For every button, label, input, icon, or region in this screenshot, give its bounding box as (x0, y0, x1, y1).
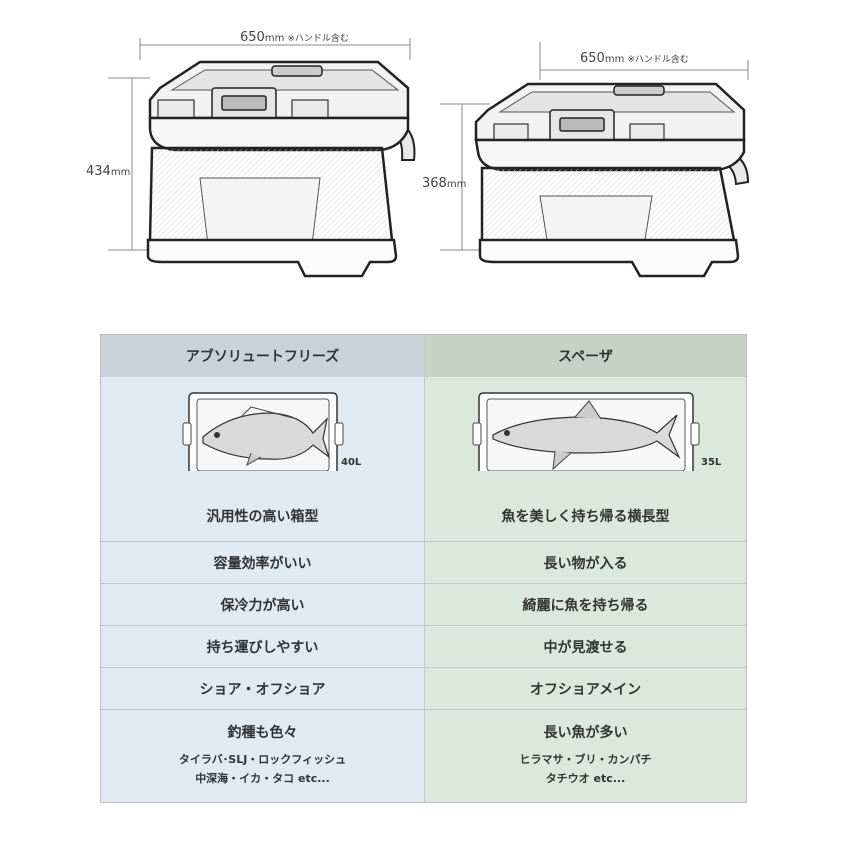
feature-row: 保冷力が高い (101, 583, 424, 625)
column-header: アブソリュートフリーズ (101, 335, 424, 377)
cooler-top-view: 40L (101, 377, 424, 478)
feature-row: ショア・オフショア (101, 667, 424, 709)
yellowtail-fish-icon (492, 400, 681, 471)
feature-title: 釣種も色々 (227, 725, 298, 741)
column-absolute-freeze: アブソリュートフリーズ 40L 汎用性の高い箱型 容量効率がいい 保冷力が高い … (101, 335, 424, 802)
right-width-label: 650mm※ハンドル含む (580, 51, 689, 66)
feature-row: 魚を美しく持ち帰る横長型 (501, 509, 670, 525)
comparison-table: アブソリュートフリーズ 40L 汎用性の高い箱型 容量効率がいい 保冷力が高い … (100, 334, 747, 803)
right-cooler-drawing (440, 42, 750, 278)
fish-in-box-drawing (182, 392, 344, 478)
fish-in-box-drawing (472, 392, 700, 478)
snapper-fish-icon (202, 406, 331, 467)
feature-row-target: 釣種も色々 タイラバ･SLJ・ロックフィッシュ 中深海・イカ・タコ etc... (101, 709, 424, 804)
feature-row: 長い物が入る (425, 541, 746, 583)
target-line: 中深海・イカ・タコ etc... (195, 772, 330, 785)
feature-title: 長い魚が多い (543, 725, 628, 741)
feature-row: 持ち運びしやすい (101, 625, 424, 667)
left-height-label: 434mm (86, 164, 131, 179)
feature-row: 中が見渡せる (425, 625, 746, 667)
volume-label: 35L (701, 457, 722, 468)
feature-row-target: 長い魚が多い ヒラマサ・ブリ・カンパチ タチウオ etc... (425, 709, 746, 804)
left-cooler-drawing (108, 38, 416, 278)
feature-row: オフショアメイン (425, 667, 746, 709)
feature-row: 容量効率がいい (101, 541, 424, 583)
cooler-top-view: 35L (425, 377, 746, 478)
right-height-label: 368mm (422, 176, 467, 191)
volume-label: 40L (341, 457, 362, 468)
target-line: タチウオ etc... (545, 772, 626, 785)
feature-row: 汎用性の高い箱型 (206, 509, 319, 525)
target-line: タイラバ･SLJ・ロックフィッシュ (178, 753, 347, 766)
cooler-drawings (108, 38, 750, 278)
target-line: ヒラマサ・ブリ・カンパチ (519, 753, 652, 766)
feature-row: 綺麗に魚を持ち帰る (425, 583, 746, 625)
column-spaza: スペーザ 35L 魚を美しく持ち帰る横長型 長い物が入る 綺麗に魚を持ち帰る 中… (424, 335, 746, 802)
column-header: スペーザ (425, 335, 746, 377)
cooler-illustrations: 650mm※ハンドル含む 434mm 650mm※ハンドル含む 368mm (0, 0, 847, 300)
left-width-label: 650mm※ハンドル含む (240, 30, 349, 45)
